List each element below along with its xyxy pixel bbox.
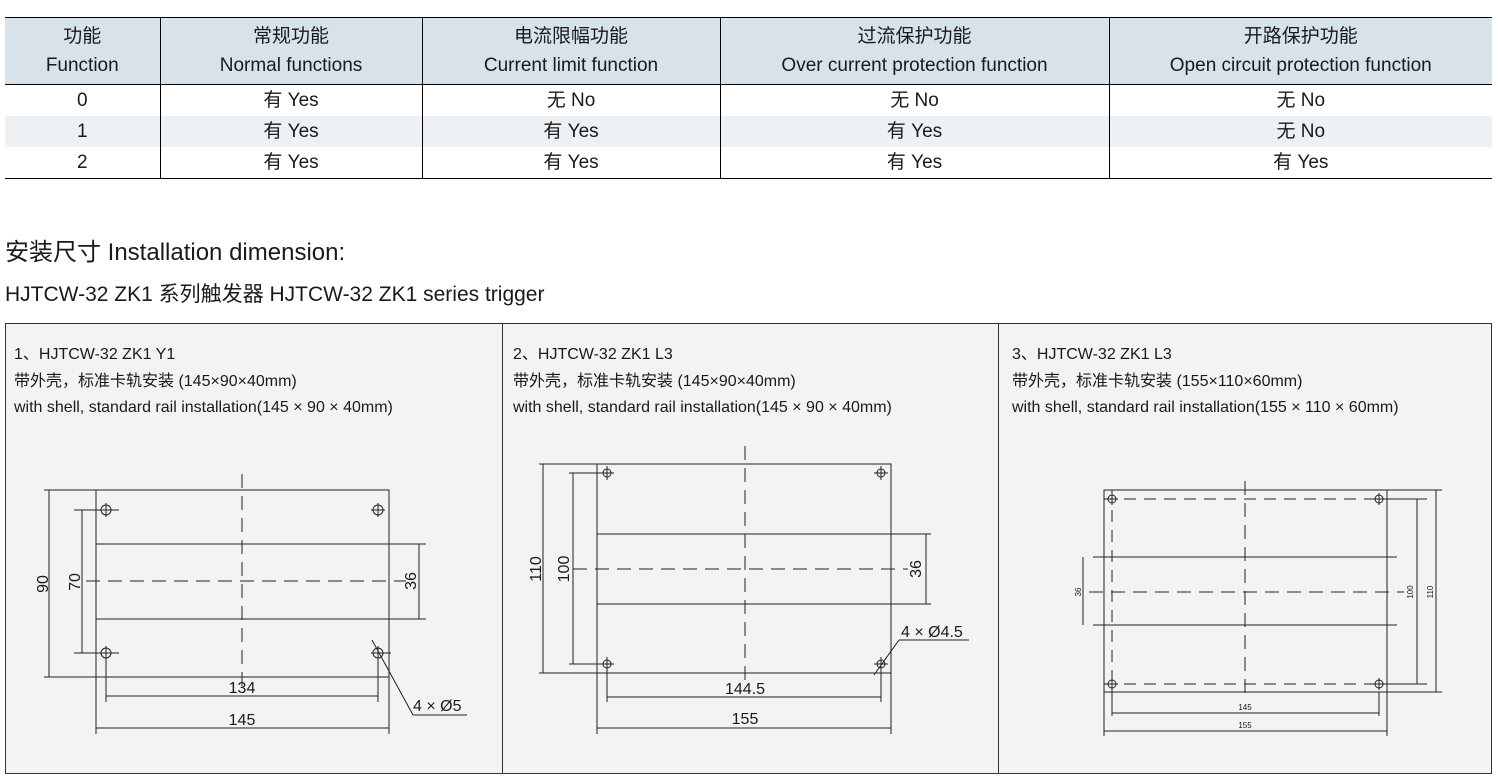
dim-hole-span: 144.5 — [725, 681, 765, 698]
dimension-drawing-l3-a: 110 100 36 144.5 155 4 × Ø4.5 — [528, 446, 969, 734]
table-cell: 有 Yes — [1108, 147, 1492, 179]
table-cell: 无 No — [1108, 116, 1492, 147]
dim-outer-height: 110 — [1426, 585, 1435, 598]
table-cell: 无 No — [719, 84, 1109, 116]
panel-l3-b: 3、HJTCW-32 ZK1 L3 带外壳，标准卡轨安装 (155×110×60… — [998, 324, 1491, 773]
dim-rail-height: 36 — [1074, 587, 1083, 596]
table-cell: 无 No — [421, 84, 720, 116]
panel-caption: 1、HJTCW-32 ZK1 Y1 带外壳，标准卡轨安装 (145×90×40m… — [14, 342, 393, 422]
table-cell: 有 Yes — [719, 147, 1109, 179]
panel-caption: 3、HJTCW-32 ZK1 L3 带外壳，标准卡轨安装 (155×110×60… — [1012, 342, 1399, 422]
panel-model: 1、HJTCW-32 ZK1 Y1 — [14, 346, 176, 363]
dim-width: 145 — [229, 712, 256, 729]
dim-outer-height: 90 — [35, 575, 52, 593]
dim-rail-height: 36 — [403, 572, 420, 590]
table-cell: 有 Yes — [159, 116, 422, 147]
table-cell: 有 Yes — [159, 84, 422, 116]
panel-desc-cn: 带外壳，标准卡轨安装 (145×90×40mm) — [513, 372, 796, 390]
table-cell: 2 — [5, 147, 160, 179]
panel-model: 3、HJTCW-32 ZK1 L3 — [1012, 346, 1172, 363]
panel-l3-a: 2、HJTCW-32 ZK1 L3 带外壳，标准卡轨安装 (145×90×40m… — [502, 324, 998, 773]
table-cell: 有 Yes — [421, 147, 720, 179]
dim-hole-diameter: 4 × Ø4.5 — [901, 624, 963, 641]
table-cell: 无 No — [1108, 84, 1492, 116]
dim-hole-diameter: 4 × Ø5 — [413, 698, 462, 715]
table-cell: 有 Yes — [159, 147, 422, 179]
panel-desc-en: with shell, standard rail installation(1… — [513, 399, 892, 416]
section-subtitle: HJTCW-32 ZK1 系列触发器 HJTCW-32 ZK1 series t… — [5, 283, 545, 306]
table-row: 1 有 Yes 有 Yes 有 Yes 无 No — [5, 116, 1492, 147]
table-row: 2 有 Yes 有 Yes 有 Yes 有 Yes — [5, 147, 1492, 179]
section-title: 安装尺寸 Installation dimension: — [5, 239, 346, 266]
dim-rail-height: 36 — [908, 560, 925, 578]
panel-caption: 2、HJTCW-32 ZK1 L3 带外壳，标准卡轨安装 (145×90×40m… — [513, 342, 892, 422]
dim-inner-height: 100 — [1406, 585, 1415, 599]
dim-hole-span: 134 — [229, 680, 256, 697]
dim-inner-height: 70 — [67, 573, 84, 591]
table-cell: 1 — [76, 121, 88, 142]
table-cell: 0 — [76, 90, 88, 111]
panel-y1: 1、HJTCW-32 ZK1 Y1 带外壳，标准卡轨安装 (145×90×40m… — [6, 324, 502, 773]
dim-outer-height: 110 — [528, 556, 545, 582]
dim-width: 155 — [732, 711, 759, 728]
table-cell: 有 Yes — [421, 116, 720, 147]
dim-width: 155 — [1238, 721, 1252, 730]
dimension-drawing-l3-b: 36 100 110 145 155 — [1074, 481, 1442, 736]
dimension-panels: 1、HJTCW-32 ZK1 Y1 带外壳，标准卡轨安装 (145×90×40m… — [5, 323, 1492, 774]
table-row: 0 有 Yes 无 No 无 No 无 No — [5, 84, 1492, 116]
panel-desc-en: with shell, standard rail installation(1… — [14, 399, 393, 416]
panel-desc-cn: 带外壳，标准卡轨安装 (145×90×40mm) — [14, 372, 297, 390]
dim-inner-height: 100 — [556, 556, 573, 583]
panel-desc-en: with shell, standard rail installation(1… — [1012, 399, 1399, 416]
table-cell: 有 Yes — [719, 116, 1109, 147]
dim-hole-span: 145 — [1238, 703, 1252, 712]
panel-model: 2、HJTCW-32 ZK1 L3 — [513, 346, 673, 363]
panel-desc-cn: 带外壳，标准卡轨安装 (155×110×60mm) — [1012, 372, 1303, 390]
dimension-drawing-y1: 90 70 36 134 145 4 × Ø5 — [35, 474, 467, 734]
